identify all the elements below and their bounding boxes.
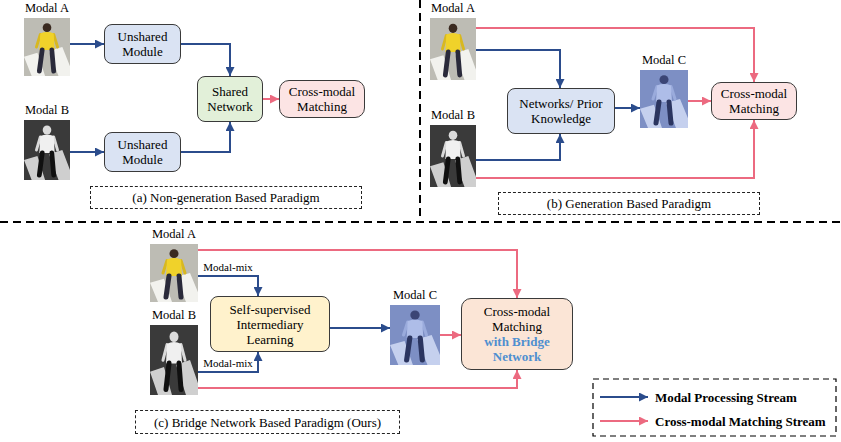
matching-arrow: [263, 98, 279, 100]
matching-arrow: [198, 250, 517, 298]
modal-image-node: Modal A: [430, 18, 476, 80]
modal-label: Modal A: [25, 1, 69, 16]
legend-sample: [600, 396, 648, 398]
legend-frame: [593, 379, 836, 436]
unshared-module-box: Unshared Module: [104, 132, 181, 172]
node-label: Networks/ Prior Knowledge: [513, 96, 609, 126]
caption-text: (c) Bridge Network Based Paradigm (Ours): [154, 415, 381, 430]
generator-box: Networks/ Prior Knowledge: [507, 88, 615, 134]
caption-text: (a) Non-generation Based Paradigm: [132, 190, 319, 205]
intermediate-image: [390, 305, 440, 365]
modal-image-node: Modal C: [640, 70, 688, 128]
processing-arrow: [615, 107, 640, 109]
unshared-module-box: Unshared Module: [104, 24, 181, 64]
node-label: Shared Network: [203, 84, 257, 114]
processing-arrow: [70, 43, 104, 45]
panel-divider: [0, 221, 841, 223]
node-label: Cross-modal Matching: [285, 84, 359, 114]
node-label: Unshared Module: [110, 29, 175, 59]
intermediary-learning-box: Self-supervised Intermediary Learning: [210, 296, 330, 352]
modal-image-node: Modal B: [430, 125, 476, 187]
legend-text: Modal Processing Stream: [655, 390, 797, 405]
node-label: Unshared Module: [110, 137, 175, 167]
legend-sample: [600, 420, 648, 422]
modal-image-node: Modal A: [24, 18, 70, 76]
processing-arrow: [330, 327, 390, 329]
panel-divider: [419, 0, 421, 220]
processing-arrow: [70, 151, 104, 153]
node-label: Cross-modal Matching: [467, 304, 567, 334]
node-label: Self-supervised Intermediary Learning: [216, 302, 324, 347]
modal-label: Modal B: [152, 308, 196, 323]
edge-label: Modal-mix: [202, 261, 254, 273]
matching-arrow: [198, 370, 517, 388]
infrared-image: [24, 120, 70, 180]
modal-label: Modal A: [152, 227, 196, 242]
caption-text: (b) Generation Based Paradigm: [547, 196, 711, 211]
infrared-image: [150, 325, 198, 395]
legend-text: Cross-modal Matching Stream: [655, 414, 826, 429]
modal-label: Modal B: [431, 108, 475, 123]
panel-caption-box: (c) Bridge Network Based Paradigm (Ours): [135, 410, 400, 434]
rgb-image: [150, 244, 198, 302]
processing-arrow: [476, 134, 560, 160]
processing-arrow: [476, 50, 560, 88]
panel-caption-box: (a) Non-generation Based Paradigm: [90, 186, 362, 209]
processing-arrow: [181, 44, 230, 76]
processing-arrow: [198, 352, 258, 372]
matching-arrow: [476, 28, 754, 82]
shared-network-box: Shared Network: [197, 76, 263, 122]
bridge-matching-box: Cross-modal Matchingwith Bridge Network: [461, 298, 573, 370]
modal-label: Modal A: [431, 1, 475, 16]
modal-image-node: Modal A: [150, 244, 198, 302]
infrared-image: [430, 125, 476, 187]
matching-box: Cross-modal Matching: [279, 80, 365, 118]
rgb-image: [430, 18, 476, 80]
modal-image-node: Modal C: [390, 305, 440, 365]
rgb-image: [24, 18, 70, 76]
intermediate-image: [640, 70, 688, 128]
matching-arrow: [688, 100, 711, 102]
matching-box: Cross-modal Matching: [711, 82, 797, 120]
modal-image-node: Modal B: [24, 120, 70, 180]
node-label: Cross-modal Matching: [717, 86, 791, 116]
matching-arrow: [440, 334, 461, 336]
modal-label: Modal C: [393, 288, 437, 303]
processing-arrow: [181, 122, 230, 152]
processing-arrow: [198, 276, 258, 296]
edge-label: Modal-mix: [202, 357, 254, 369]
panel-caption-box: (b) Generation Based Paradigm: [498, 192, 760, 215]
modal-image-node: Modal B: [150, 325, 198, 395]
modal-label: Modal B: [25, 103, 69, 118]
modal-label: Modal C: [642, 53, 686, 68]
emphasis-text: with Bridge Network: [467, 334, 567, 364]
